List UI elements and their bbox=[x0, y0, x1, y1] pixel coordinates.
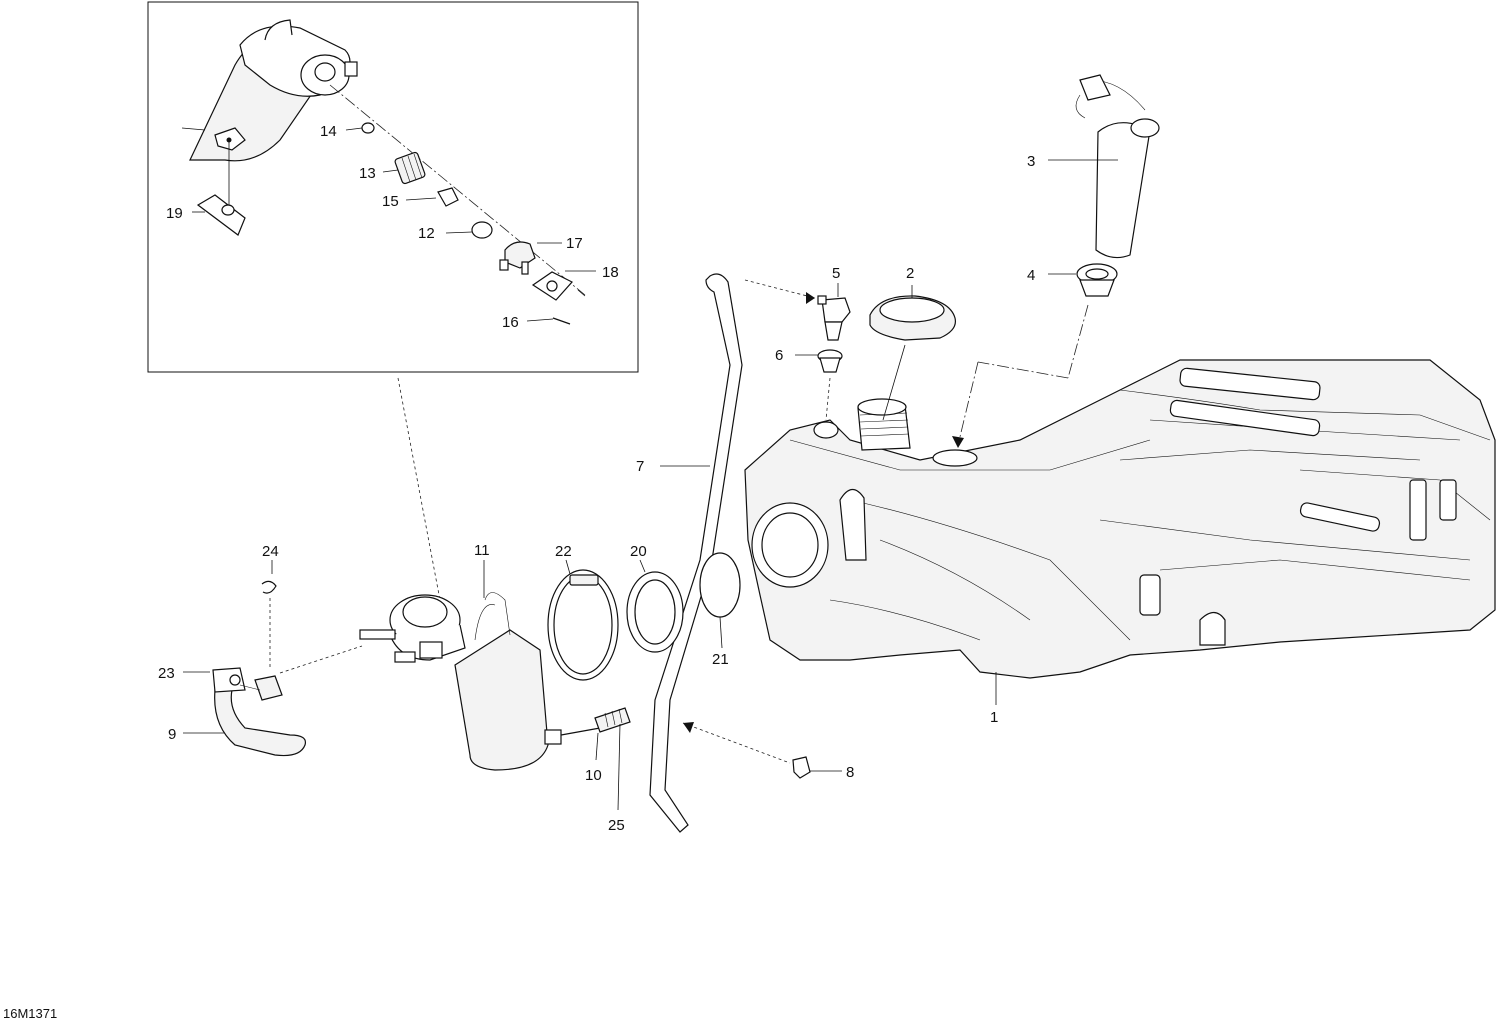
filter-13-shape bbox=[394, 151, 426, 185]
callout-4: 4 bbox=[1027, 267, 1035, 284]
vent-hose bbox=[649, 273, 743, 833]
regulator-17-shape bbox=[499, 241, 536, 275]
callout-10: 10 bbox=[585, 767, 602, 784]
callout-8: 8 bbox=[846, 764, 854, 781]
oring-21-shape bbox=[699, 552, 741, 618]
vent-valve bbox=[817, 295, 851, 341]
clip-24-shape bbox=[261, 580, 277, 594]
hose-clip bbox=[792, 756, 811, 779]
callout-25: 25 bbox=[608, 817, 625, 834]
callout-20: 20 bbox=[630, 543, 647, 560]
callout-22: 22 bbox=[555, 543, 572, 560]
sender-gasket bbox=[1076, 263, 1118, 297]
inset-bracket bbox=[196, 194, 246, 236]
fuel-tank bbox=[744, 359, 1496, 679]
callout-7: 7 bbox=[636, 458, 644, 475]
drawing-code: 16M1371 bbox=[3, 1006, 57, 1021]
callout-16: 16 bbox=[502, 314, 519, 331]
inset-frame bbox=[147, 1, 639, 373]
oring-12-shape bbox=[471, 221, 493, 239]
callout-21: 21 bbox=[712, 651, 729, 668]
fuel-hose-assembly bbox=[212, 667, 307, 757]
inset-fuel-pump-module bbox=[181, 19, 358, 205]
fuel-pump-module bbox=[359, 592, 549, 771]
callout-24: 24 bbox=[262, 543, 279, 560]
fuel-level-sender bbox=[1075, 74, 1160, 259]
callout-11: 11 bbox=[474, 542, 490, 559]
fuel-fitting bbox=[544, 707, 631, 745]
callout-12: 12 bbox=[418, 225, 435, 242]
callout-3: 3 bbox=[1027, 153, 1035, 170]
callout-2: 2 bbox=[906, 265, 914, 282]
clamp-22-shape bbox=[547, 569, 619, 681]
callout-14: 14 bbox=[320, 123, 337, 140]
fuel-cap bbox=[869, 295, 957, 341]
lock-ring-20-shape bbox=[626, 571, 684, 653]
grommet bbox=[817, 349, 843, 373]
callout-15: 15 bbox=[382, 193, 399, 210]
callout-17: 17 bbox=[566, 235, 583, 252]
callout-13: 13 bbox=[359, 165, 376, 182]
seal-15-shape bbox=[437, 187, 459, 207]
callout-19: 19 bbox=[166, 205, 183, 222]
callout-6: 6 bbox=[775, 347, 783, 364]
callout-18: 18 bbox=[602, 264, 619, 281]
callout-23: 23 bbox=[158, 665, 175, 682]
callout-1: 1 bbox=[990, 709, 998, 726]
oring-14-shape bbox=[361, 122, 375, 134]
callout-5: 5 bbox=[832, 265, 840, 282]
callout-9: 9 bbox=[168, 726, 176, 743]
